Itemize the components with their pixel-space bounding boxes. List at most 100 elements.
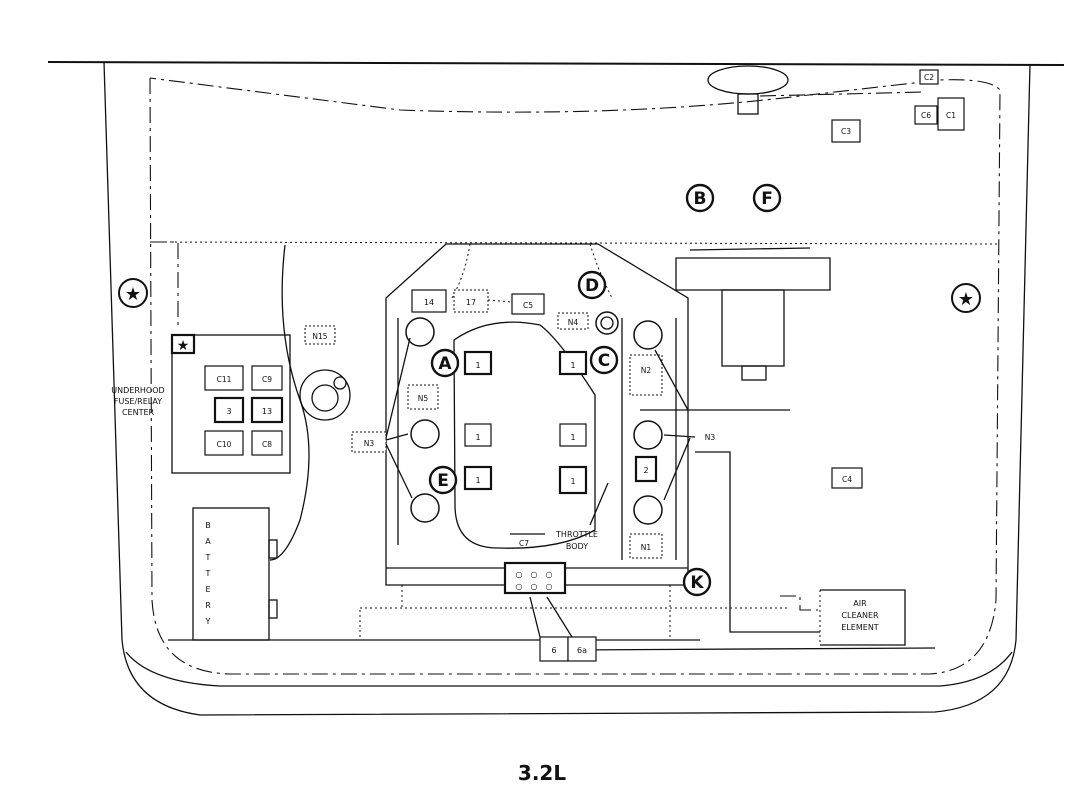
callout-k (682, 567, 712, 597)
fuse-cell-label: C10 (217, 440, 232, 449)
connector-c4 (831, 467, 863, 489)
battery-letter: A (205, 537, 211, 546)
label-14: 14 (424, 298, 434, 307)
pin: ○ (531, 570, 538, 579)
throttle-body-label-1: THROTTLE (555, 530, 598, 539)
callout-e (428, 465, 458, 495)
wire (487, 299, 513, 303)
fuse-cell (204, 365, 244, 391)
star-icon: ★ (125, 284, 141, 305)
accessory-body (721, 289, 785, 367)
callout-d-label: D (585, 276, 599, 296)
injector (410, 493, 440, 523)
connector-n15 (304, 325, 336, 345)
pin: ○ (546, 570, 553, 579)
fuse-cells: C11 C9 3 13 C10 C8 (204, 365, 284, 456)
reservoir-neck (737, 93, 759, 115)
lead-line (385, 433, 409, 441)
pulley-hub (333, 376, 347, 390)
coil-label: 1 (475, 433, 480, 442)
throttle-body-label-2: BODY (566, 542, 588, 551)
injector (633, 420, 663, 450)
fuse-cell (251, 365, 283, 391)
injector (410, 419, 440, 449)
front-rail-right (569, 647, 936, 651)
label-n15: N15 (312, 332, 327, 341)
harness-branch-top (759, 91, 926, 97)
fuse-relay-center (171, 334, 291, 474)
battery-terminal-neg (268, 599, 278, 619)
coil-pack (558, 465, 588, 495)
lead-line (663, 437, 691, 501)
connector-n5 (407, 384, 439, 410)
ground-star-left (118, 278, 148, 308)
fuse-cell-label: 13 (262, 407, 272, 416)
compartment-outline (103, 61, 1031, 716)
label-n2: N2 (641, 366, 652, 375)
lead-line (654, 349, 689, 411)
coil-label: 1 (570, 477, 575, 486)
pin: ○ (516, 582, 523, 591)
callout-a (430, 348, 460, 378)
air-duct (780, 595, 818, 611)
coil-label: 1 (570, 433, 575, 442)
label-n1: N1 (641, 543, 652, 552)
connector-14 (411, 289, 447, 313)
callout-f (752, 183, 782, 213)
wire-to-air-cleaner (695, 451, 820, 633)
lead-line (385, 337, 411, 439)
pulley-inner (311, 384, 339, 412)
fuse-cell-label: C8 (262, 440, 272, 449)
lead-line (546, 596, 573, 638)
fuse-cell-label: C9 (262, 375, 272, 384)
battery-label: B A T T E R Y (205, 521, 212, 626)
star-icon: ★ (958, 289, 974, 310)
coil-pack (558, 350, 588, 376)
pin: ○ (516, 570, 523, 579)
main-harness-loop (149, 77, 1001, 675)
connector-c3 (831, 119, 861, 143)
fuse-center-label-1: UNDERHOOD (111, 386, 164, 395)
accessory-belt (269, 244, 310, 561)
callout-c-label: C (598, 351, 610, 371)
fuse-cell (250, 396, 284, 424)
callout-k-label: K (690, 573, 704, 593)
battery-letter: T (205, 569, 211, 578)
injector (633, 495, 663, 525)
reservoir-ellipse (707, 65, 789, 95)
battery-letter: R (205, 601, 211, 610)
harness-branch-left (150, 241, 179, 330)
coil-pack (463, 465, 493, 491)
intake-plenum (385, 243, 689, 586)
label-2: 2 (643, 466, 648, 475)
battery-terminal-pos (268, 539, 278, 559)
callout-b-label: B (694, 189, 707, 209)
fuse-cell (251, 430, 283, 456)
connector-c1 (937, 97, 965, 131)
fuse-cell-label: 3 (226, 407, 231, 416)
lead-line (385, 443, 413, 499)
sensor-n4 (595, 311, 619, 335)
callout-c (589, 345, 619, 375)
label-n3-right: N3 (705, 433, 716, 442)
crossmember-line (149, 241, 1001, 245)
label-c6: C6 (921, 111, 931, 120)
accessory-foot (741, 365, 767, 381)
sensor-n4-inner (600, 316, 614, 330)
fuse-cell (204, 430, 244, 456)
label-n4: N4 (568, 318, 579, 327)
connector-n1 (629, 533, 663, 559)
injector (633, 320, 663, 350)
label-c2: C2 (924, 73, 934, 82)
battery-letter: T (205, 553, 211, 562)
connector-2 (634, 455, 658, 483)
fuse-cell-label: C11 (217, 375, 232, 384)
label-n5: N5 (418, 394, 429, 403)
harness-pins: ○ ○ ○ ○ ○ ○ (516, 570, 553, 591)
connector-n2 (629, 354, 663, 396)
connector-6a (567, 636, 597, 662)
accessory-top (689, 247, 811, 251)
accessory-bracket (675, 257, 831, 291)
injector (405, 317, 435, 347)
